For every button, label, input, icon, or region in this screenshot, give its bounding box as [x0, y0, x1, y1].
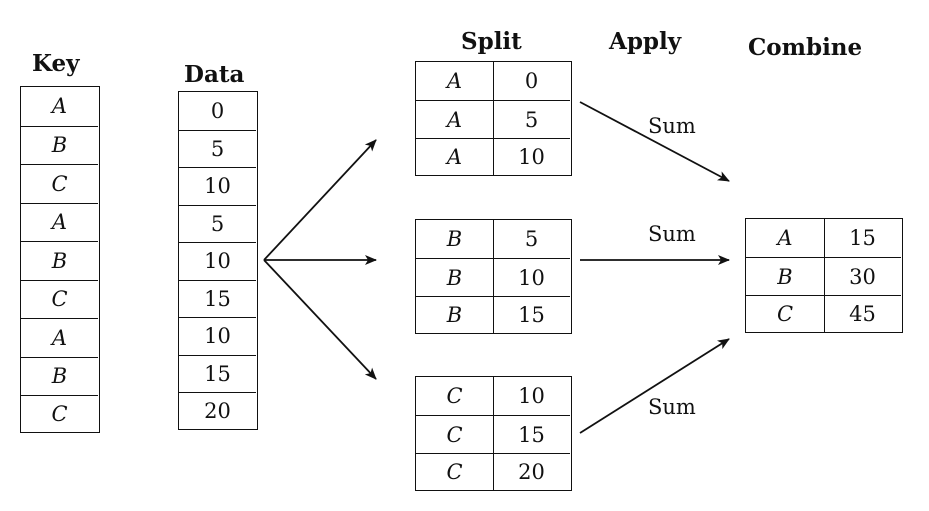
- split-header: Split: [461, 28, 522, 55]
- combine-key-cell: C: [746, 295, 824, 331]
- split-value-cell: 0: [524, 69, 539, 93]
- apply-arrow-a: [579, 101, 730, 182]
- apply-arrow-c: [579, 338, 730, 434]
- combine-value-cell: 45: [824, 295, 901, 331]
- combine-key-cell: A: [777, 226, 793, 250]
- key-cell: B: [21, 356, 98, 396]
- key-cell: B: [21, 125, 98, 165]
- key-cell: A: [51, 94, 68, 119]
- split-key-cell: C: [416, 415, 493, 453]
- split-value-cell: 5: [493, 100, 570, 138]
- data-cell: 5: [179, 129, 256, 168]
- data-cell: 15: [179, 279, 256, 318]
- split-group-c-table: C 10 C 15 C 20: [415, 376, 572, 491]
- data-cell: 0: [210, 98, 225, 123]
- split-key-cell: C: [416, 453, 493, 489]
- data-cell: 20: [179, 392, 256, 428]
- split-value-cell: 20: [493, 453, 570, 489]
- split-value-cell: 10: [518, 384, 545, 408]
- key-cell: C: [21, 164, 98, 203]
- key-header: Key: [32, 50, 80, 77]
- key-cell: A: [21, 318, 98, 357]
- combine-value-cell: 15: [849, 226, 876, 250]
- data-cell: 5: [179, 204, 256, 243]
- split-key-cell: B: [416, 296, 493, 332]
- split-value-cell: 15: [493, 415, 570, 453]
- apply-sum-label-b: Sum: [648, 222, 696, 246]
- key-cell: C: [21, 279, 98, 319]
- data-header: Data: [184, 61, 245, 88]
- column-divider: [493, 377, 494, 490]
- column-divider: [493, 62, 494, 175]
- apply-sum-label-a: Sum: [648, 114, 696, 138]
- combine-value-cell: 30: [824, 257, 901, 295]
- key-cell: B: [21, 241, 98, 280]
- combine-key-cell: B: [746, 257, 824, 295]
- split-key-cell: A: [446, 69, 463, 93]
- apply-sum-label-c: Sum: [648, 395, 696, 419]
- split-key-cell: B: [446, 227, 463, 251]
- apply-header: Apply: [609, 28, 682, 55]
- data-cell: 15: [179, 354, 256, 393]
- split-value-cell: 15: [493, 296, 570, 332]
- split-key-cell: A: [416, 138, 493, 174]
- key-cell: A: [21, 202, 98, 242]
- split-arrow-c: [263, 259, 377, 380]
- split-arrow-a: [263, 139, 377, 261]
- split-group-b-table: B 5 B 10 B 15: [415, 219, 572, 334]
- split-key-cell: A: [416, 100, 493, 138]
- data-table: 0 5 10 5 10 15 10 15 20: [178, 91, 258, 430]
- combine-header: Combine: [748, 34, 863, 61]
- split-value-cell: 10: [493, 138, 570, 174]
- combine-table: A 15 B 30 C 45: [745, 218, 903, 333]
- data-cell: 10: [179, 167, 256, 205]
- split-value-cell: 5: [524, 227, 539, 251]
- data-cell: 10: [179, 317, 256, 355]
- data-cell: 10: [179, 242, 256, 280]
- column-divider: [493, 220, 494, 333]
- key-cell: C: [21, 395, 98, 431]
- column-divider: [824, 219, 825, 332]
- split-value-cell: 10: [493, 258, 570, 296]
- split-key-cell: B: [416, 258, 493, 296]
- split-key-cell: C: [446, 384, 463, 408]
- key-table: A B C A B C A B C: [20, 86, 100, 433]
- split-group-a-table: A 0 A 5 A 10: [415, 61, 572, 176]
